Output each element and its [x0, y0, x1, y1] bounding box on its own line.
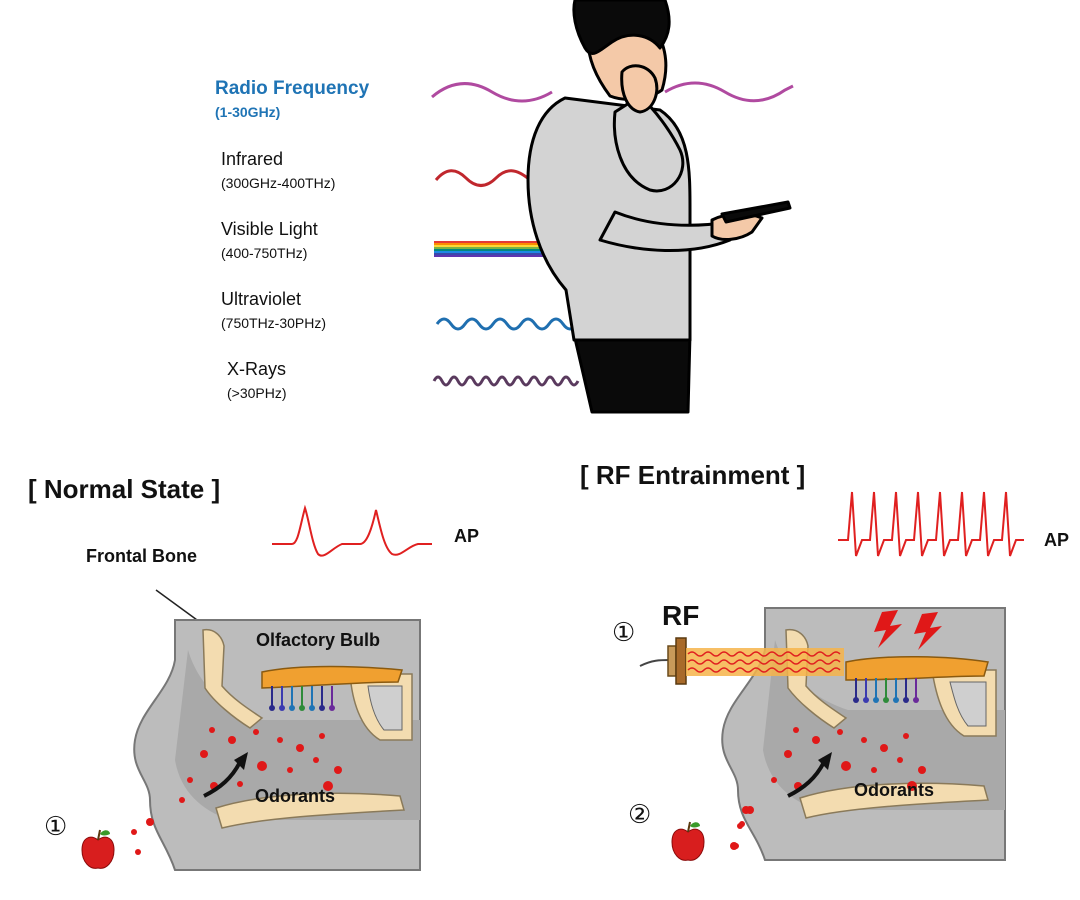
normal-ap-trace: [272, 504, 432, 557]
frontal-bone-shape: [202, 628, 264, 729]
infrared-wave: [434, 169, 531, 187]
rf-source-label: RF: [662, 600, 700, 631]
rf-odorants-label: Odorants: [854, 780, 935, 800]
rf-step-2: ②: [628, 800, 652, 830]
band-xray-name: X-Rays: [227, 359, 287, 379]
rf-ap-trace: [838, 491, 1024, 557]
normal-nose-diagram: [131, 589, 421, 871]
band-xray-range: (>30PHz): [227, 385, 287, 401]
band-ultraviolet-range: (750THz-30PHz): [221, 315, 327, 331]
rf-apple-icon: [671, 821, 705, 861]
rf-step-1: ①: [612, 618, 636, 648]
rf-emitter: [667, 645, 677, 677]
normal-apple-icon: [81, 829, 115, 869]
rf-beam-waves: [687, 651, 841, 673]
olfactory-bulb-shape: [261, 665, 404, 689]
normal-state-title: [ Normal State ]: [28, 474, 221, 504]
normal-odorants-label: Odorants: [255, 786, 336, 806]
band-ultraviolet-name: Ultraviolet: [221, 289, 302, 309]
rf-ap-label: AP: [1044, 530, 1070, 550]
rf-odorant-trail: [730, 806, 750, 850]
olfactory-bulb-label: Olfactory Bulb: [256, 630, 381, 650]
band-radio-name: Radio Frequency: [215, 78, 370, 99]
rf-cable: [639, 659, 671, 667]
visible-light-rainbow: [434, 241, 562, 257]
rf-entrainment-title: [ RF Entrainment ]: [580, 460, 806, 490]
lightning-bolt-2: [914, 612, 942, 650]
band-visible-range: (400-750THz): [221, 245, 308, 261]
band-radio-range: (1-30GHz): [215, 104, 281, 120]
band-infrared-name: Infrared: [221, 149, 284, 169]
radio-wave-exit: [664, 81, 794, 103]
xray-wave: [432, 375, 580, 387]
radio-wave: [431, 82, 553, 103]
normal-step-1: ①: [44, 812, 68, 842]
ultraviolet-wave: [435, 317, 579, 331]
frontal-bone-label: Frontal Bone: [86, 546, 197, 566]
airflow-arrow: [203, 761, 242, 798]
band-infrared-range: (300GHz-400THz): [221, 175, 336, 191]
band-visible-name: Visible Light: [221, 219, 318, 239]
rf-nose-diagram: [639, 607, 1006, 861]
person-illustration: [526, 0, 792, 414]
spectrum-waves: [431, 0, 794, 414]
normal-ap-label: AP: [454, 526, 480, 546]
lightning-bolt-1: [874, 610, 902, 648]
receptor-neurons: [269, 686, 335, 711]
